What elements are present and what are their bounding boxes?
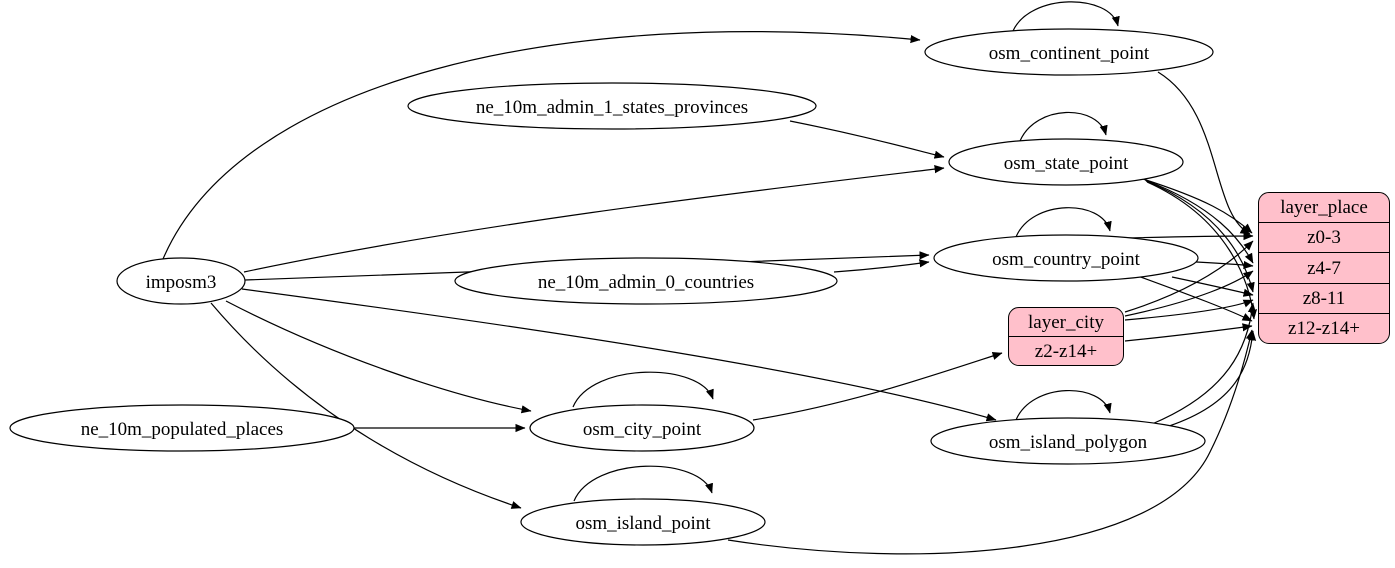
ne_10m_admin_1_states_provinces-ellipse (407, 82, 817, 130)
record-layer_city: layer_city z2-z14+ (1008, 307, 1124, 366)
layer_place-title: layer_place (1280, 197, 1368, 219)
osm_state_point-ellipse (948, 138, 1184, 186)
osm_island_point-label: osm_island_point (575, 513, 711, 534)
edge-ne_10m_admin_0_countries-osm_country_point (833, 259, 930, 273)
node-ne_10m_admin_1_states_provinces: ne_10m_admin_1_states_provinces (407, 82, 817, 130)
edge-osm_country_point-layer_place-z0-3 (1124, 231, 1254, 241)
edge-layer_city-layer_place-z8-11 (1124, 299, 1254, 321)
layer_place-row-z4-7: z4-7 (1259, 252, 1389, 282)
layer_place-row-z12-z14: z12-z14+ (1259, 312, 1389, 343)
edge-osm_island_point-self-loop (573, 465, 713, 502)
edge-osm_state_point-layer_place-z0-3 (1142, 178, 1253, 234)
ne_10m_populated_places-ellipse (9, 404, 355, 452)
osm_island_point-ellipse (520, 498, 766, 546)
osm_island_polygon-label: osm_island_polygon (989, 432, 1148, 453)
edge-osm_country_point-layer_place-z4-7 (1195, 260, 1254, 270)
osm_city_point-label: osm_city_point (583, 419, 702, 440)
ne_10m_admin_0_countries-ellipse (454, 257, 838, 305)
edge-osm_city_point-self-loop (572, 371, 714, 408)
ne_10m_admin_0_countries-label: ne_10m_admin_0_countries (538, 272, 754, 293)
edge-osm_country_point-layer_place-z12-z14 (1137, 275, 1253, 322)
osm_country_point-ellipse (933, 234, 1199, 282)
imposm3-ellipse (116, 257, 246, 305)
node-ne_10m_admin_0_countries: ne_10m_admin_0_countries (454, 257, 838, 305)
edge-imposm3-osm_city_point (225, 300, 532, 414)
edge-osm_island_polygon-layer_place-z8-11 (1151, 302, 1257, 425)
node-osm_state_point: osm_state_point (948, 138, 1184, 186)
edge-ne_10m_admin_1_states_provinces-osm_state_point (789, 120, 945, 159)
edge-layer_city-layer_place-z4-7 (1124, 270, 1254, 317)
edge-osm_state_point-layer_place-z4-7 (1144, 179, 1254, 264)
osm_city_point-ellipse (529, 404, 755, 452)
node-osm_island_point: osm_island_point (520, 498, 766, 546)
edge-osm_island_polygon-layer_place-z12-z14 (1162, 330, 1257, 429)
node-osm_city_point: osm_city_point (529, 404, 755, 452)
node-osm_continent_point: osm_continent_point (924, 28, 1214, 76)
edge-layer_city-layer_place-z0-3 (1124, 240, 1254, 313)
edge-osm_country_point-layer_place-z8-11 (1171, 276, 1254, 297)
node-osm_country_point: osm_country_point (933, 234, 1199, 282)
layer_place-row-z8-11: z8-11 (1259, 282, 1389, 313)
osm_continent_point-label: osm_continent_point (989, 43, 1150, 64)
layer_place-row-z0-3: z0-3 (1259, 222, 1389, 252)
edge-osm_island_point-layer_place-z12-z14 (727, 329, 1254, 555)
edge-imposm3-osm_island_polygon (241, 288, 997, 422)
ne_10m_populated_places-label: ne_10m_populated_places (81, 419, 284, 440)
ne_10m_admin_1_states_provinces-label: ne_10m_admin_1_states_provinces (476, 97, 748, 118)
edge-osm_continent_point-self-loop (1012, 1, 1120, 32)
osm_island_polygon-ellipse (930, 417, 1206, 465)
edge-imposm3-osm_island_point (210, 302, 522, 509)
edge-osm_continent_point-layer_place-z0-3 (1157, 71, 1251, 235)
imposm3-label: imposm3 (146, 272, 217, 293)
edge-imposm3-osm_state_point (243, 165, 945, 273)
edge-osm_island_polygon-self-loop (1015, 390, 1112, 421)
layer_city-row-z2-z14: z2-z14+ (1009, 336, 1123, 365)
edge-osm_country_point-self-loop (1015, 207, 1112, 238)
osm_continent_point-ellipse (924, 28, 1214, 76)
node-osm_island_polygon: osm_island_polygon (930, 417, 1206, 465)
edge-layer_city-layer_place-z12-z14 (1124, 323, 1253, 342)
edge-osm_city_point-layer_city-z2-z14 (752, 352, 1003, 421)
osm_state_point-label: osm_state_point (1004, 153, 1129, 174)
record-layer_place: layer_place z0-3 z4-7 z8-11 z12-z14+ (1258, 192, 1390, 344)
edge-osm_state_point-self-loop (1019, 111, 1108, 142)
layer_city-title: layer_city (1028, 311, 1104, 333)
osm_country_point-label: osm_country_point (992, 249, 1140, 270)
edge-group (162, 1, 1258, 555)
node-imposm3: imposm3 (116, 257, 246, 305)
node-ne_10m_populated_places: ne_10m_populated_places (9, 404, 355, 452)
edge-imposm3-osm_continent_point (162, 31, 921, 260)
